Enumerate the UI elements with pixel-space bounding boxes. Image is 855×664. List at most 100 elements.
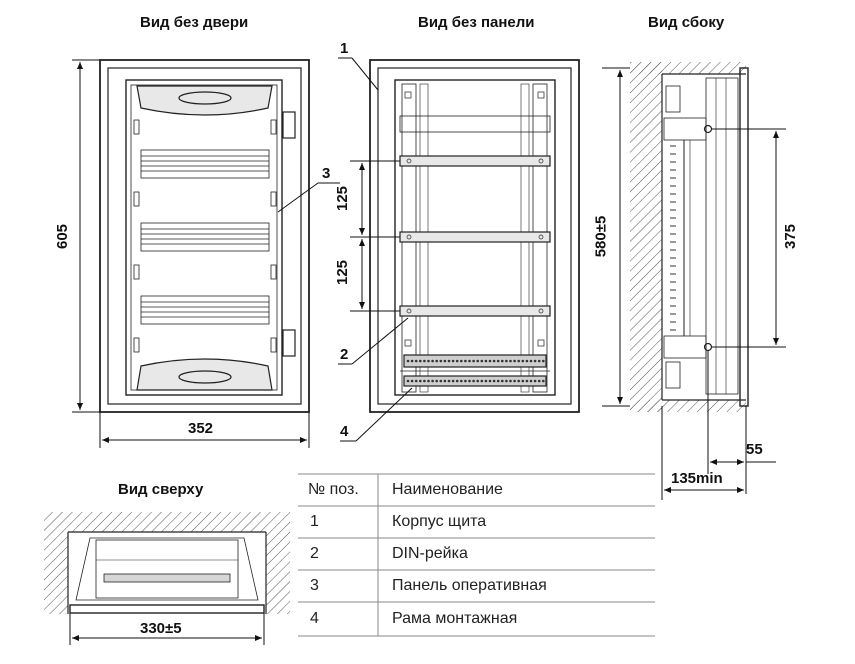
callout-2: 2 — [340, 346, 349, 363]
terminal-dot — [451, 379, 455, 383]
side-view — [630, 62, 749, 412]
dimension-label-125-a: 125 — [334, 185, 352, 212]
terminal-dot — [468, 379, 471, 383]
terminal-dot — [460, 359, 463, 363]
terminal-dot — [427, 379, 430, 383]
terminal-dot — [464, 379, 467, 383]
terminal-dot — [431, 379, 434, 383]
terminal-dot — [525, 359, 529, 363]
top-view — [44, 512, 290, 614]
dimension-label-352: 352 — [188, 420, 214, 437]
terminal-dot — [537, 379, 541, 383]
terminal-dot — [472, 379, 475, 383]
terminal-dot — [439, 359, 443, 363]
terminal-dot — [414, 359, 418, 363]
terminal-dot — [414, 379, 418, 383]
terminal-dot — [406, 379, 410, 383]
terminal-dot — [423, 379, 426, 383]
terminal-dot — [492, 379, 496, 383]
table-row-1-position: 1 — [310, 513, 319, 530]
terminal-dot — [496, 359, 500, 363]
terminal-dot — [447, 359, 451, 363]
terminal-dot — [537, 359, 541, 363]
dimension-line-375 — [712, 128, 786, 348]
terminal-dot — [496, 379, 500, 383]
terminal-dot — [488, 359, 492, 363]
view-title-top: Вид сверху — [118, 481, 204, 498]
terminal-dot — [410, 379, 414, 383]
side-view-tick-marks — [670, 145, 676, 331]
terminal-dot — [460, 379, 463, 383]
terminal-dot — [455, 379, 459, 383]
dimension-label-135min: 135min — [671, 470, 723, 487]
terminal-dot — [484, 379, 488, 383]
dimension-line-330 — [69, 613, 265, 645]
terminal-dot — [542, 359, 545, 363]
terminal-dot — [435, 359, 439, 363]
dimension-label-580: 580±5 — [592, 215, 610, 258]
dimension-label-605: 605 — [54, 223, 72, 250]
terminal-dot — [419, 379, 422, 383]
parts-table-grid — [298, 473, 655, 637]
table-header-position: № поз. — [308, 481, 359, 498]
terminal-dot — [480, 359, 484, 363]
table-row-2-position: 2 — [310, 545, 319, 562]
terminal-dot — [517, 359, 520, 363]
terminal-dot — [439, 379, 443, 383]
terminal-dot — [472, 359, 475, 363]
front-view-without-panel — [369, 59, 580, 413]
terminal-dot — [423, 359, 426, 363]
dimension-line-55 — [707, 351, 776, 494]
table-row-1-name: Корпус щита — [392, 513, 487, 530]
terminal-dot — [464, 359, 467, 363]
dimension-line-605 — [72, 59, 100, 413]
dimension-label-125-b: 125 — [334, 259, 352, 286]
terminal-dot — [529, 379, 533, 383]
terminal-dot — [505, 359, 508, 363]
table-row-4-position: 4 — [310, 610, 319, 627]
terminal-dot — [542, 379, 545, 383]
terminal-dot — [492, 359, 496, 363]
terminal-block-dots — [406, 359, 545, 383]
terminal-dot — [419, 359, 422, 363]
terminal-dot — [525, 379, 529, 383]
terminal-dot — [513, 379, 516, 383]
callout-1: 1 — [340, 40, 349, 57]
terminal-dot — [505, 379, 508, 383]
terminal-dot — [509, 379, 512, 383]
callout-3: 3 — [322, 165, 331, 182]
terminal-dot — [451, 359, 455, 363]
terminal-dot — [410, 359, 414, 363]
terminal-dot — [517, 379, 520, 383]
terminal-dot — [443, 379, 447, 383]
terminal-dot — [509, 359, 512, 363]
dimension-line-125-pitch — [350, 160, 400, 312]
dimension-label-375: 375 — [782, 223, 800, 250]
terminal-dot — [513, 359, 516, 363]
view-title-front-without-door: Вид без двери — [140, 14, 249, 31]
table-row-4-name: Рама монтажная — [392, 610, 518, 627]
terminal-dot — [521, 359, 525, 363]
table-row-3-position: 3 — [310, 577, 319, 594]
dimension-line-135min — [661, 406, 744, 500]
table-row-3-name: Панель оперативная — [392, 577, 547, 594]
view-title-side: Вид сбоку — [648, 14, 725, 31]
callout-leaders-1-2-4 — [338, 57, 413, 442]
terminal-dot — [431, 359, 434, 363]
terminal-dot — [476, 359, 480, 363]
view-title-without-panel: Вид без панели — [418, 14, 535, 31]
terminal-dot — [427, 359, 430, 363]
dimension-label-330: 330±5 — [140, 620, 182, 637]
table-header-name: Наименование — [392, 481, 503, 498]
terminal-dot — [533, 359, 537, 363]
terminal-dot — [501, 379, 504, 383]
terminal-dot — [455, 359, 459, 363]
terminal-dot — [484, 359, 488, 363]
front-view-without-door — [99, 59, 310, 413]
terminal-dot — [443, 359, 447, 363]
callout-4: 4 — [340, 423, 349, 440]
terminal-dot — [435, 379, 439, 383]
terminal-dot — [501, 359, 504, 363]
terminal-dot — [468, 359, 471, 363]
